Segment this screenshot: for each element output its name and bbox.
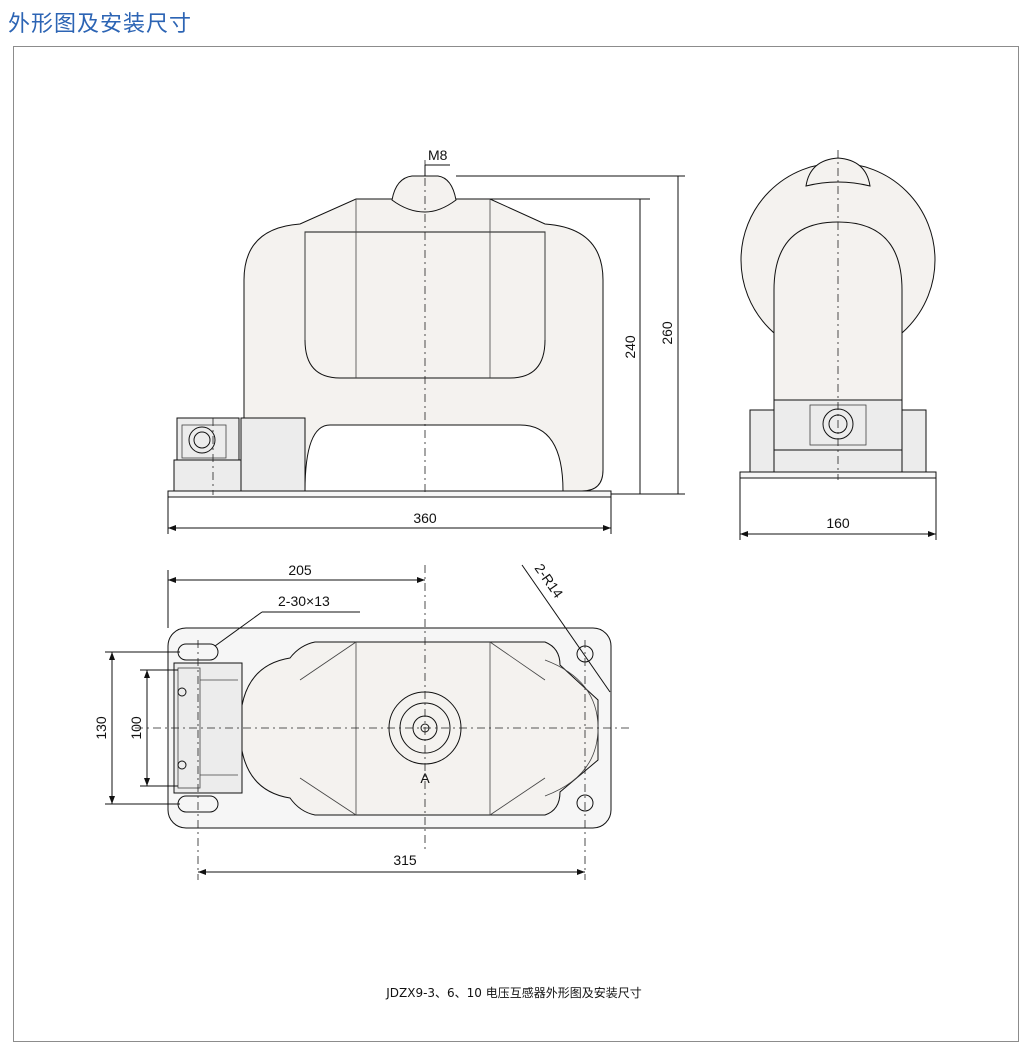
side-view: 160: [739, 150, 937, 540]
front-terminal-box: [173, 459, 245, 492]
label-slot: 2-30×13: [278, 593, 330, 609]
dim-160: 160: [826, 515, 850, 531]
page-title: 外形图及安装尺寸: [8, 12, 193, 37]
front-base-plate: [167, 490, 612, 498]
label-radius: 2-R14: [532, 561, 567, 602]
label-m8: M8: [428, 147, 448, 163]
front-top-boss: [391, 175, 457, 213]
dim-360: 360: [413, 510, 437, 526]
plan-view: A 205 2-30×13 2-R14: [93, 561, 630, 880]
drawing-frame: [13, 46, 1019, 1042]
dim-260: 260: [659, 321, 675, 345]
dim-240: 240: [622, 335, 638, 359]
plan-body: [239, 641, 599, 816]
front-terminal-head: [176, 417, 240, 461]
label-terminal-a: A: [420, 770, 430, 786]
drawing-caption: JDZX9-3、6、10 电压互感器外形图及安装尺寸: [385, 985, 642, 1000]
front-terminal-nut: [188, 426, 216, 454]
dim-100: 100: [128, 716, 144, 740]
front-view: M8 240 260 360: [167, 147, 685, 534]
dim-205: 205: [288, 562, 312, 578]
plan-hole-bottom: [576, 794, 594, 812]
side-support-left: [749, 409, 775, 473]
side-support-right: [901, 409, 927, 473]
dim-130: 130: [93, 716, 109, 740]
dim-315: 315: [393, 852, 417, 868]
